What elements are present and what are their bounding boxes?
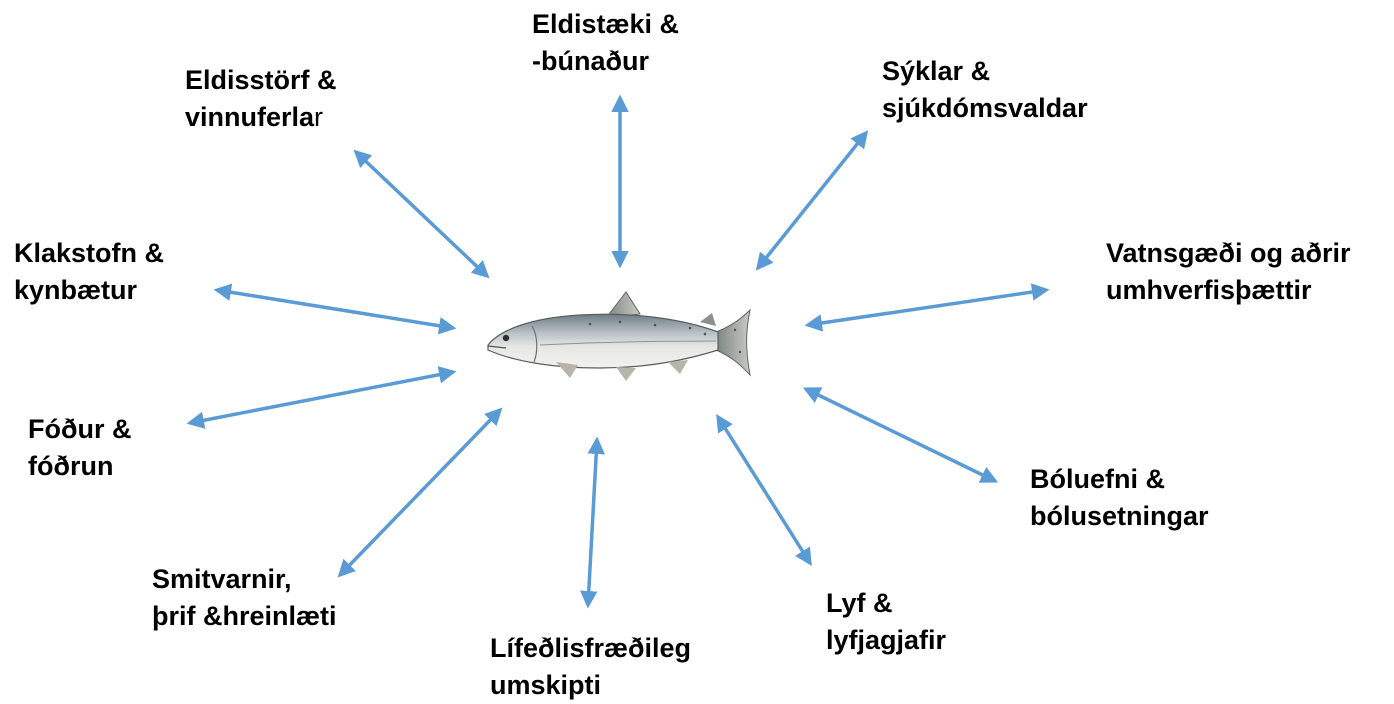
label-line-plain-part: r (314, 102, 323, 132)
label-line: sjúkdómsvaldar (882, 90, 1088, 127)
label-vatnsgaedi: Vatnsgæði og aðrir umhverfisþættir (1106, 235, 1351, 309)
label-line: Lífeðlisfræðileg (490, 630, 691, 667)
label-syklar: Sýklar & sjúkdómsvaldar (882, 53, 1088, 127)
salmon-fish-image (488, 292, 750, 381)
arrow-vatnsgaedi (808, 290, 1046, 325)
label-line: Sýklar & (882, 53, 1088, 90)
label-line: Eldisstörf & (185, 62, 337, 99)
label-line: Klakstofn & (14, 235, 164, 272)
arrow-fodur (190, 372, 453, 423)
arrow-lyf (718, 417, 810, 563)
label-lifedlis: Lífeðlisfræðileg umskipti (490, 630, 691, 704)
label-eldisstorf: Eldisstörf & vinnuferlar (185, 62, 337, 136)
label-boluefni: Bóluefni & bólusetningar (1030, 461, 1209, 535)
label-line: Smitvarnir, (152, 561, 337, 598)
label-line: fóðrun (28, 448, 131, 485)
label-fodur: Fóður & fóðrun (28, 411, 131, 485)
arrow-boluefni (806, 389, 995, 481)
label-line: kynbætur (14, 272, 164, 309)
label-line: Vatnsgæði og aðrir (1106, 235, 1351, 272)
label-line: Lyf & (826, 585, 946, 622)
label-line-bold-part: vinnuferla (185, 102, 314, 132)
arrow-klakstofn (217, 290, 453, 328)
label-line: Fóður & (28, 411, 131, 448)
arrow-lifedlis (588, 440, 597, 605)
label-smitvarnir: Smitvarnir, þrif &hreinlæti (152, 561, 337, 635)
label-line: umskipti (490, 667, 691, 704)
label-line-2: vinnuferlar (185, 99, 337, 136)
arrow-smitvarnir (340, 410, 500, 575)
label-line: Bóluefni & (1030, 461, 1209, 498)
arrow-syklar (758, 133, 866, 268)
label-line: lyfjagjafir (826, 622, 946, 659)
label-eldistaeki: Eldistæki & -búnaður (532, 6, 679, 80)
arrow-eldisstorf (356, 152, 487, 276)
label-lyf: Lyf & lyfjagjafir (826, 585, 946, 659)
label-line: umhverfisþættir (1106, 272, 1351, 309)
label-line: -búnaður (532, 43, 679, 80)
label-line: bólusetningar (1030, 498, 1209, 535)
label-line: Eldistæki & (532, 6, 679, 43)
label-line: þrif &hreinlæti (152, 598, 337, 635)
label-klakstofn: Klakstofn & kynbætur (14, 235, 164, 309)
